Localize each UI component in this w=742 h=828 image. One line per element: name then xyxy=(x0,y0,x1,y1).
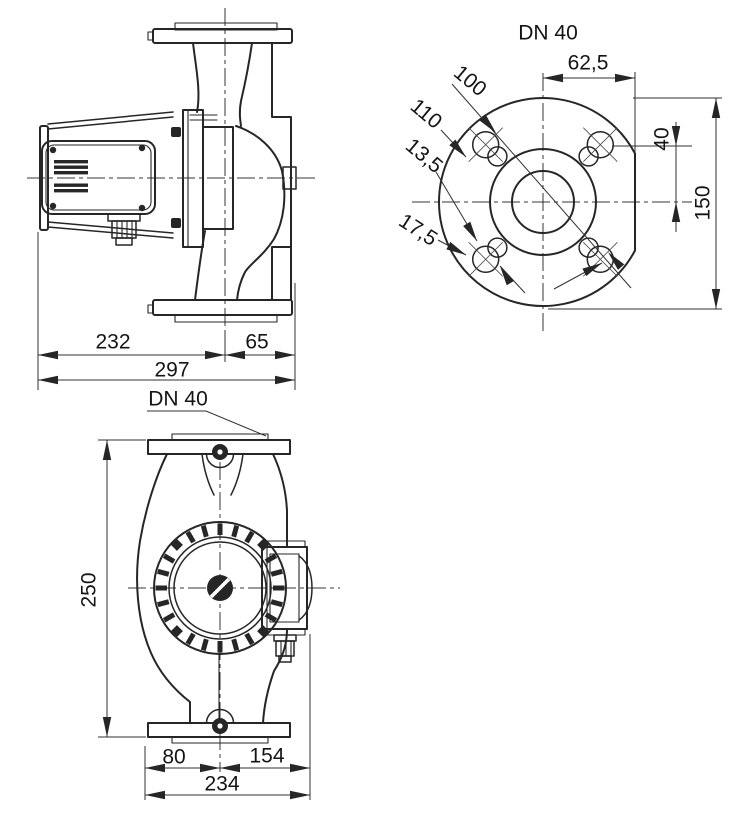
dim-232: 232 xyxy=(95,331,130,354)
side-view: 232 65 297 xyxy=(27,8,315,390)
flange-bore xyxy=(511,170,575,234)
dim-110: 110 xyxy=(406,94,446,133)
pump-lantern xyxy=(202,126,234,230)
motor-bolt-bottom xyxy=(171,218,181,228)
motor-bolt-top xyxy=(171,127,181,137)
dim-150: 150 xyxy=(692,185,715,220)
motor-end-shield xyxy=(39,125,49,231)
terminal-box xyxy=(41,140,156,215)
front-view: DN 40 xyxy=(78,388,340,800)
flange-leader-dimensions: 100 110 13,5 17,5 xyxy=(395,61,632,294)
dim-100: 100 xyxy=(449,61,491,101)
flange-bolt-holes xyxy=(468,127,618,277)
side-bottom-flange xyxy=(147,299,293,323)
dim-40: 40 xyxy=(651,127,674,150)
flange-title: DN 40 xyxy=(518,22,578,45)
dim-13-5: 13,5 xyxy=(401,134,447,178)
dim-62-5: 62,5 xyxy=(568,52,609,75)
dim-250: 250 xyxy=(78,572,101,607)
front-dn40-label: DN 40 xyxy=(148,388,208,411)
front-motor xyxy=(153,521,287,655)
side-motor xyxy=(39,109,234,248)
dim-80: 80 xyxy=(162,746,185,769)
motor-face xyxy=(173,541,267,635)
motor-fin-ring-inner xyxy=(168,536,272,640)
front-terminal-box xyxy=(261,540,313,663)
motor-vent-slats xyxy=(54,160,88,193)
terminal-box-screws xyxy=(49,144,146,212)
cable-gland-front xyxy=(273,634,297,663)
side-top-flange xyxy=(147,22,293,44)
motor-fin-ring-outer xyxy=(153,521,287,655)
flange-dim-40: 40 xyxy=(612,122,692,232)
motor-cooling-fins xyxy=(155,523,285,653)
front-top-flange xyxy=(147,433,291,469)
dim-17-5: 17,5 xyxy=(395,209,442,251)
flange-dim-62-5: 62,5 xyxy=(543,52,636,152)
dim-297: 297 xyxy=(154,359,189,382)
flange-dim-150: 150 xyxy=(548,97,722,310)
front-bottom-flange xyxy=(147,708,291,744)
side-pipe-neck xyxy=(189,42,253,127)
dim-234: 234 xyxy=(204,773,239,796)
front-port-label: DN 40 xyxy=(147,388,267,437)
dim-65: 65 xyxy=(245,331,268,354)
flange-outline xyxy=(438,97,636,307)
cable-gland-side xyxy=(107,213,141,246)
front-view-dimensions: 250 80 154 234 xyxy=(78,439,311,800)
shaft-screw-slot xyxy=(209,577,231,599)
side-view-dimensions: 232 65 297 xyxy=(37,232,296,390)
flange-view: DN 40 100 xyxy=(395,22,722,333)
motor-taper-lines xyxy=(47,111,174,239)
dim-154: 154 xyxy=(249,745,284,768)
flange-raised-face xyxy=(489,148,597,256)
